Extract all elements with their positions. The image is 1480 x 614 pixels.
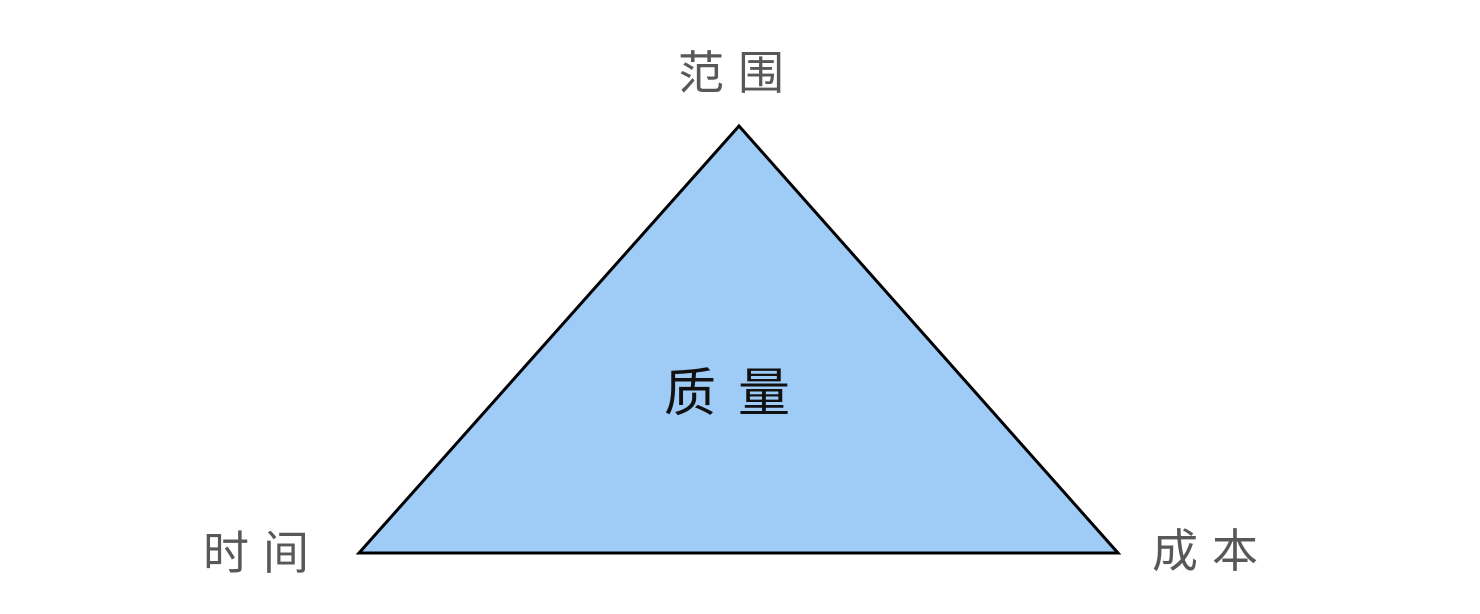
center-label-quality: 质量 — [664, 364, 813, 424]
vertex-label-cost: 成本 — [1152, 524, 1272, 578]
vertex-label-scope: 范围 — [678, 46, 798, 100]
vertex-label-time: 时间 — [203, 526, 323, 580]
